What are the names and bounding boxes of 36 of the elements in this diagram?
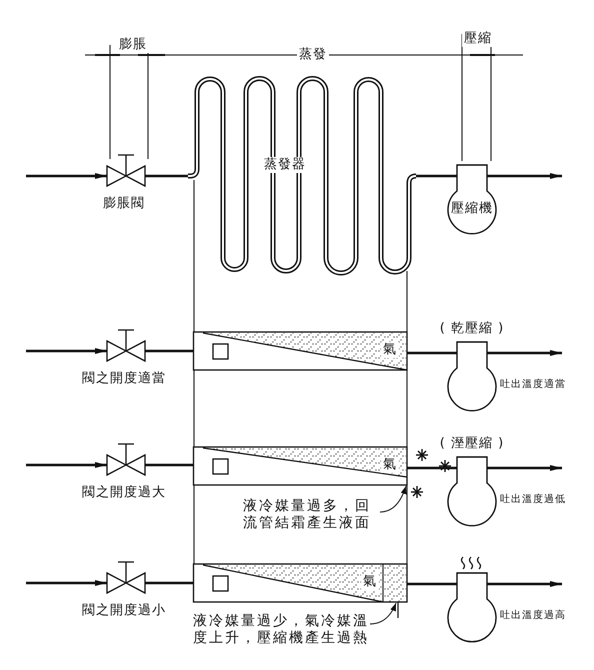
pipe [26, 462, 107, 468]
valve-label: 閥之開度過小 [81, 603, 167, 619]
callout-text: 液冷媒量過多，回流管結霜產生液面 [243, 498, 372, 532]
pipe [407, 352, 432, 354]
compression-type-label: ( 溼壓縮 ) [438, 436, 506, 452]
compressor-label: 壓縮機 [450, 201, 494, 217]
pipe [407, 582, 432, 586]
outlet-temperature-note: 吐出溫度過低 [500, 494, 566, 506]
leader-line [370, 602, 396, 624]
pipe [512, 350, 562, 356]
pipe [499, 173, 562, 179]
pipe [407, 466, 432, 470]
pipe [145, 174, 188, 178]
outlet-temperature-note: 吐出溫度適當 [500, 379, 566, 391]
pipe [145, 464, 193, 466]
callout-text: 液冷媒量過少，氣冷媒溫度上升，壓縮機產生過熱 [193, 613, 370, 647]
pipe [416, 174, 445, 178]
leader-line [380, 486, 406, 512]
dimension-label: 蒸發 [297, 47, 329, 63]
dimension-label: 壓縮 [462, 31, 494, 47]
pipe [145, 350, 193, 352]
pipe [26, 173, 107, 179]
pipe [512, 581, 562, 587]
compression-type-label: ( 乾壓縮 ) [438, 321, 506, 337]
pipe [26, 580, 107, 586]
outlet-temperature-note: 吐出溫度過高 [500, 610, 566, 622]
gas-label: 氣 [361, 574, 379, 590]
pipe [512, 465, 562, 471]
valve-label: 閥之開度適當 [81, 371, 167, 387]
valve-label: 膨脹閥 [102, 196, 146, 212]
gas-label: 氣 [381, 342, 399, 358]
pipe [26, 348, 107, 354]
dimension-label: 膨脹 [117, 37, 149, 53]
gas-label: 氣 [381, 457, 399, 473]
pipe [145, 582, 193, 584]
valve-label: 閥之開度過大 [81, 485, 167, 501]
